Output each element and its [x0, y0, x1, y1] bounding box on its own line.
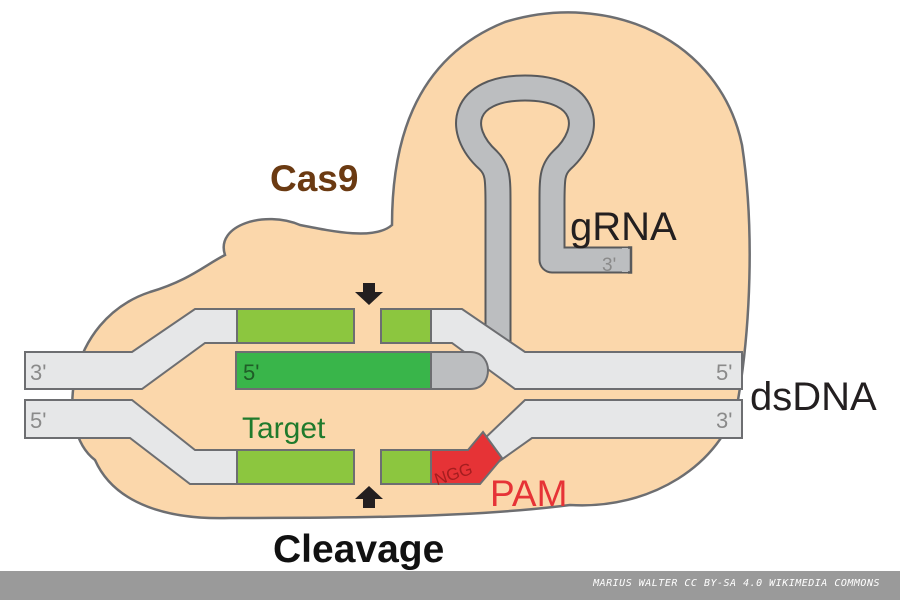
target-top-right-segment: [380, 308, 432, 344]
pam-label: PAM: [490, 473, 567, 514]
pam-segment: [430, 430, 504, 485]
credit-bar: MARIUS WALTER CC BY-SA 4.0 WIKIMEDIA COM…: [0, 571, 900, 600]
dna-top-strand: [24, 308, 743, 390]
top-left-end-label: 3': [30, 360, 46, 385]
target-bottom-left-segment: [236, 449, 355, 485]
dsdna-label: dsDNA: [750, 375, 877, 419]
target-label: Target: [242, 412, 326, 445]
credit-text: MARIUS WALTER CC BY-SA 4.0 WIKIMEDIA COM…: [593, 578, 880, 589]
guide-5prime-label: 5': [243, 360, 259, 385]
grna-spacer: [235, 351, 490, 390]
bottom-right-end-label: 3': [716, 408, 732, 433]
bottom-left-end-label: 5': [30, 408, 46, 433]
grna-label: gRNA: [570, 205, 677, 249]
cleavage-label: Cleavage: [273, 528, 444, 571]
target-top-left-segment: [236, 308, 355, 344]
grna-strand: [455, 74, 633, 345]
cleavage-arrow-bottom: [355, 486, 383, 508]
grna-3prime-label: 3': [602, 255, 616, 276]
guide-rna-segment: [235, 351, 432, 390]
top-right-end-label: 5': [716, 360, 732, 385]
cas9-label: Cas9: [270, 158, 358, 199]
dna-bottom-strand: [24, 399, 743, 485]
target-bottom-right-segment: [380, 449, 432, 485]
cleavage-arrow-top: [355, 283, 383, 305]
